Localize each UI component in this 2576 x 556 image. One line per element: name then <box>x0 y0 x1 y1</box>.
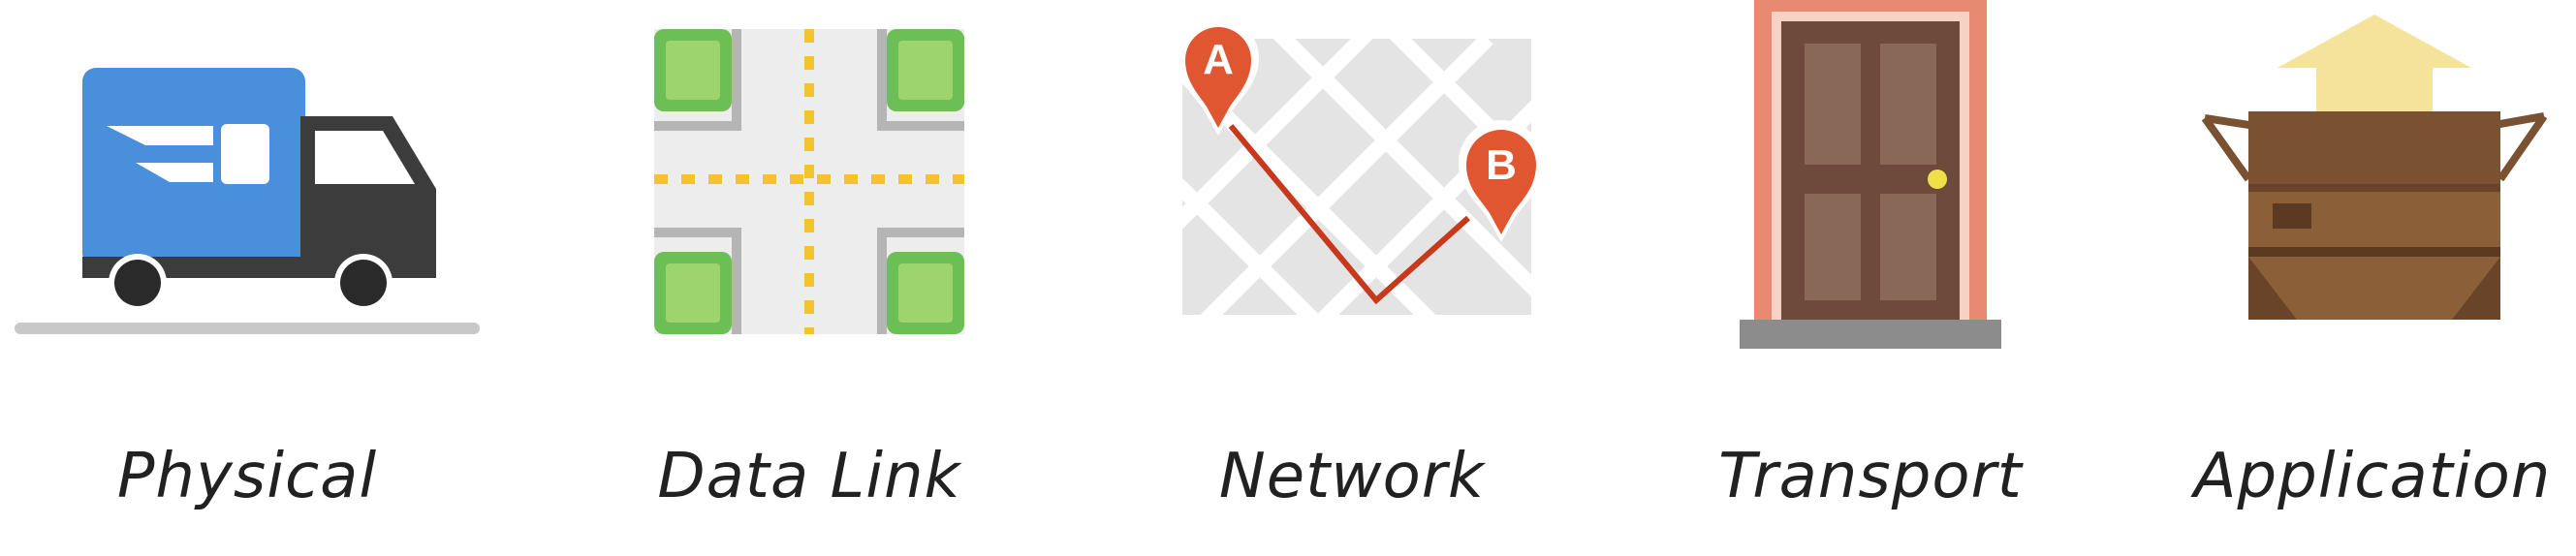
layer-label-physical: Physical <box>116 441 378 512</box>
delivery-truck-icon <box>15 68 480 334</box>
door-icon <box>1740 0 2001 349</box>
layer-label-transport: Transport <box>1718 441 2023 512</box>
intersection-icon <box>649 24 969 339</box>
layer-label-network: Network <box>1218 441 1486 512</box>
open-box-icon <box>2201 15 2548 320</box>
svg-text:A: A <box>1203 36 1234 83</box>
route-map-icon: A B <box>1178 17 1544 315</box>
layer-label-application: Application <box>2193 441 2552 512</box>
svg-text:B: B <box>1486 141 1517 189</box>
layer-label-data-link: Data Link <box>657 441 961 512</box>
